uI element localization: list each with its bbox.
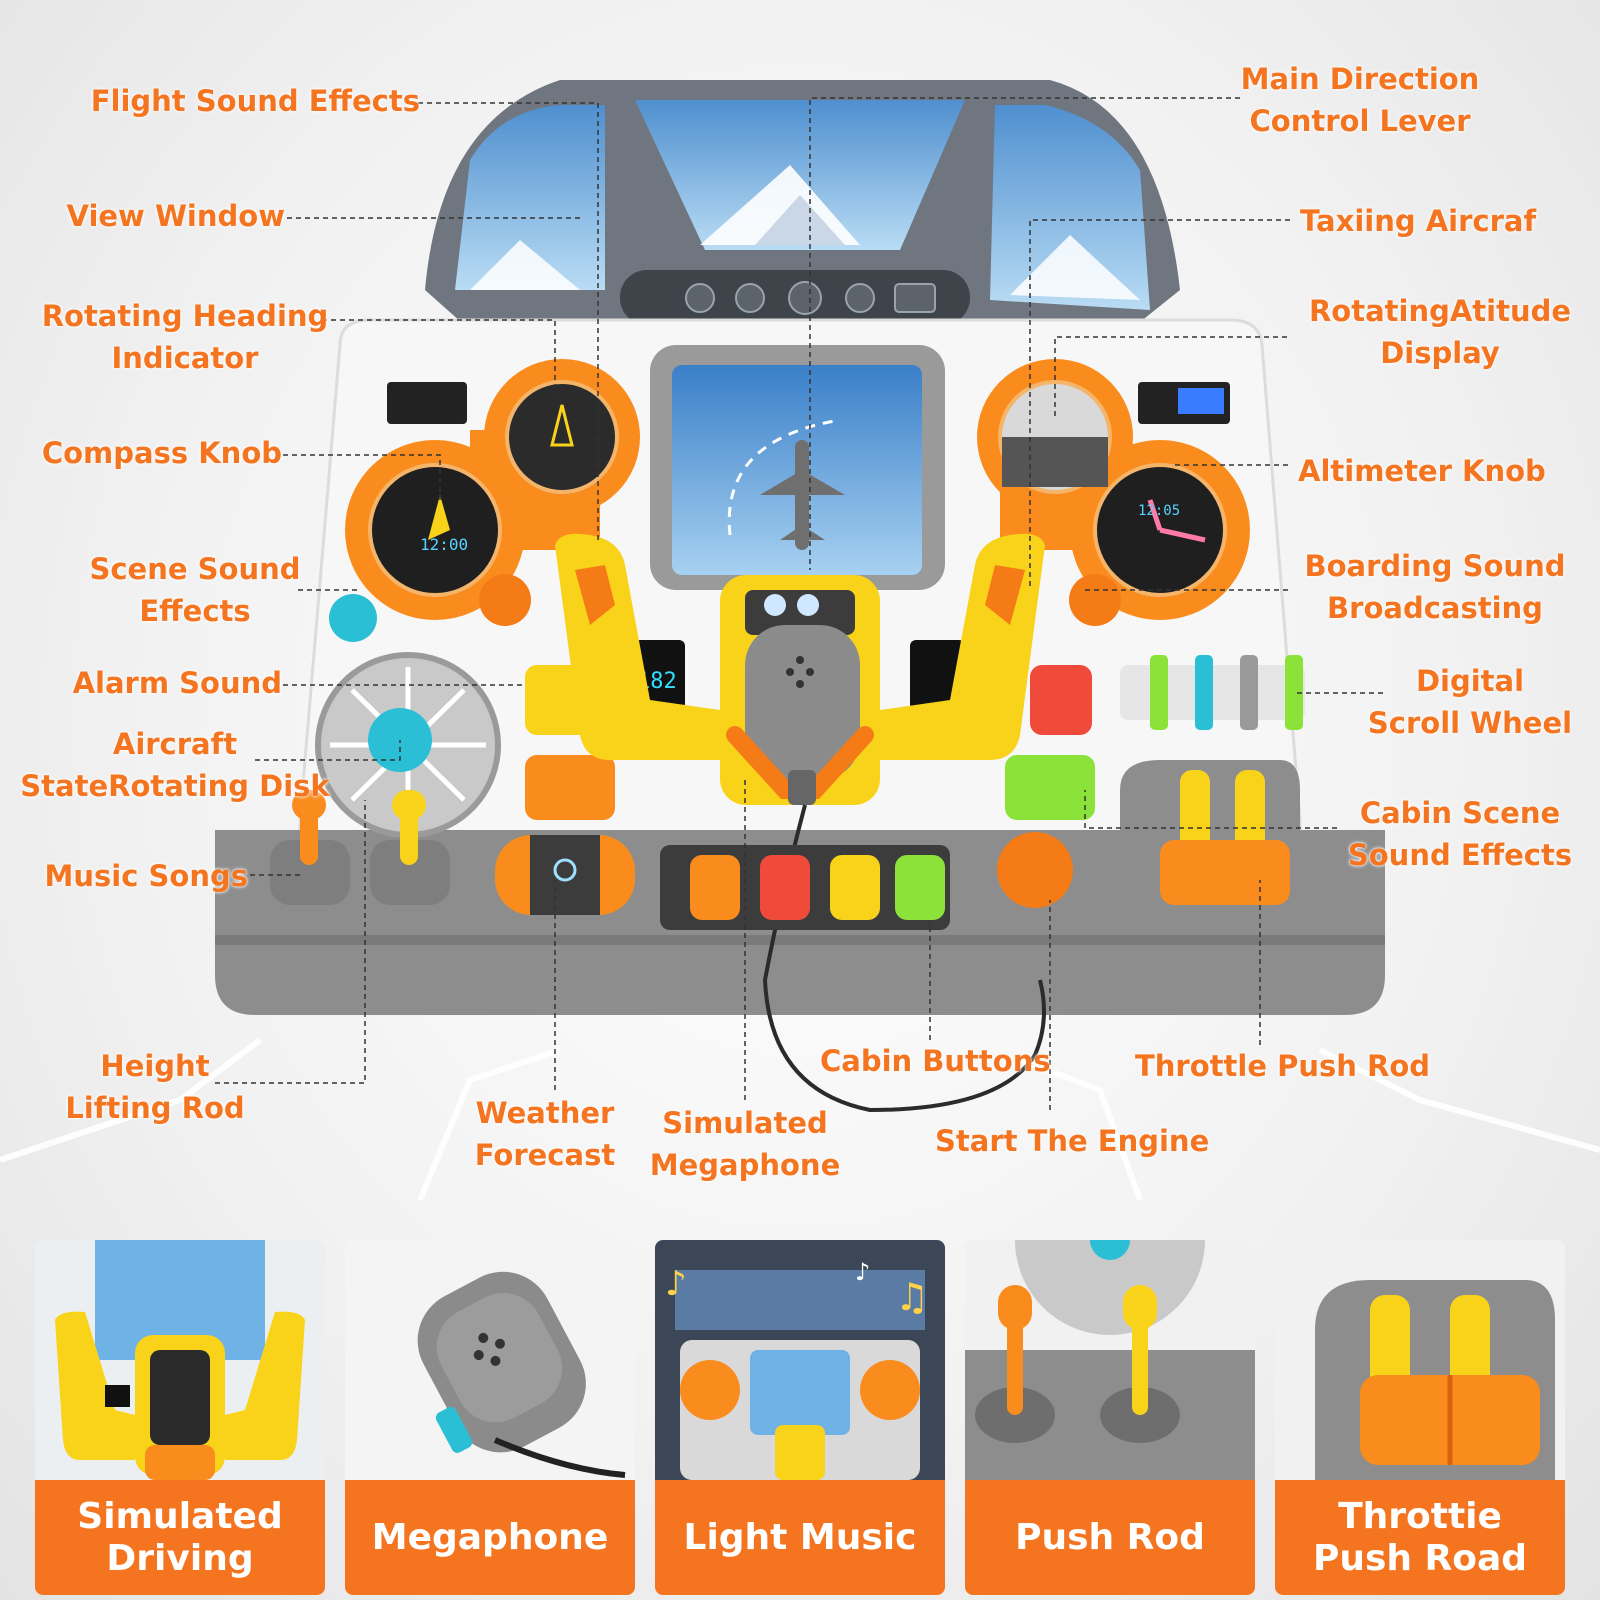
label-main-direction-control-lever: Main Direction Control Lever	[1240, 62, 1480, 139]
caption-megaphone: Megaphone	[345, 1480, 635, 1595]
label-rotating-heading-indicator: Rotating Heading Indicator	[41, 299, 329, 376]
left-gauge-cluster: 12:00	[345, 359, 640, 620]
label-height-lifting-rod: Height Lifting Rod	[65, 1049, 245, 1126]
label-alarm-sound: Alarm Sound	[72, 666, 282, 700]
cabin-button-green[interactable]	[895, 855, 945, 920]
caption-simulated-driving: Simulated Driving	[35, 1480, 325, 1595]
left-mini-display	[387, 382, 467, 424]
callout-lines	[215, 97, 1383, 1110]
svg-text:♫: ♫	[895, 1275, 929, 1319]
label-weather-forecast: Weather Forecast	[474, 1096, 616, 1173]
megaphone-closeup-photo	[345, 1240, 635, 1480]
throttle-push-rod[interactable]	[1120, 760, 1300, 905]
label-simulated-megaphone: Simulated Megaphone	[649, 1106, 841, 1183]
cabin-scene-button[interactable]	[1005, 755, 1095, 820]
label-throttle-push-rod: Throttle Push Rod	[1135, 1049, 1430, 1083]
light-music-photo: ♪ ♫ ♪	[655, 1240, 945, 1480]
card-simulated-driving: Simulated Driving	[35, 1240, 325, 1595]
caption-light-music: Light Music	[655, 1480, 945, 1595]
cabin-button-red[interactable]	[760, 855, 810, 920]
heading-indicator[interactable]	[505, 380, 619, 494]
push-rod-closeup-photo	[965, 1240, 1255, 1480]
throttle-closeup-photo	[1275, 1240, 1565, 1480]
label-cabin-scene-sound-effects: Cabin Scene Sound Effects	[1347, 796, 1573, 873]
label-flight-sound-effects: Flight Sound Effects	[90, 84, 420, 118]
altimeter-knob[interactable]	[1069, 574, 1121, 626]
label-cabin-buttons: Cabin Buttons	[820, 1044, 1051, 1078]
caption-throttle-push-road: Throttie Push Road	[1275, 1480, 1565, 1595]
label-altimeter-knob: Altimeter Knob	[1298, 454, 1546, 488]
compass-knob[interactable]	[479, 574, 531, 626]
label-music-songs: Music Songs	[44, 859, 248, 893]
card-megaphone: Megaphone	[345, 1240, 635, 1595]
label-start-the-engine: Start The Engine	[935, 1124, 1210, 1158]
music-button[interactable]	[525, 755, 615, 820]
label-view-window: View Window	[66, 199, 285, 233]
cabin-button-yellow[interactable]	[830, 855, 880, 920]
label-boarding-sound-broadcasting: Boarding Sound Broadcasting	[1304, 549, 1566, 626]
altimeter-time: 12:05	[1138, 503, 1180, 519]
label-scene-sound-effects: Scene Sound Effects	[89, 552, 301, 629]
yoke-closeup-photo	[35, 1240, 325, 1480]
compass-time: 12:00	[420, 535, 468, 554]
card-throttle-push-road: Throttie Push Road	[1275, 1240, 1565, 1595]
height-lifting-rods[interactable]	[270, 790, 450, 905]
right-gauge-cluster: 12:05	[977, 359, 1250, 620]
cabin-button-orange[interactable]	[690, 855, 740, 920]
circuit-traces	[0, 1037, 1600, 1202]
card-light-music: ♪ ♫ ♪ Light Music	[655, 1240, 945, 1595]
svg-text:♪: ♪	[665, 1264, 687, 1304]
label-rotating-atitude-display: RotatingAtitude Display	[1308, 294, 1572, 371]
caption-push-rod: Push Rod	[965, 1480, 1255, 1595]
svg-text:♪: ♪	[855, 1258, 870, 1286]
label-aircraft-state-rotating-disk: Aircraft StateRotating Disk	[20, 727, 330, 804]
boarding-button[interactable]	[1030, 665, 1092, 735]
scene-sound-button[interactable]	[329, 594, 377, 642]
plane-icon	[760, 440, 845, 550]
label-digital-scroll-wheel: Digital Scroll Wheel	[1367, 664, 1573, 741]
label-compass-knob: Compass Knob	[41, 436, 282, 470]
card-push-rod: Push Rod	[965, 1240, 1255, 1595]
globe-display	[910, 640, 965, 710]
label-taxiing-aircraf: Taxiing Aircraf	[1300, 204, 1537, 238]
